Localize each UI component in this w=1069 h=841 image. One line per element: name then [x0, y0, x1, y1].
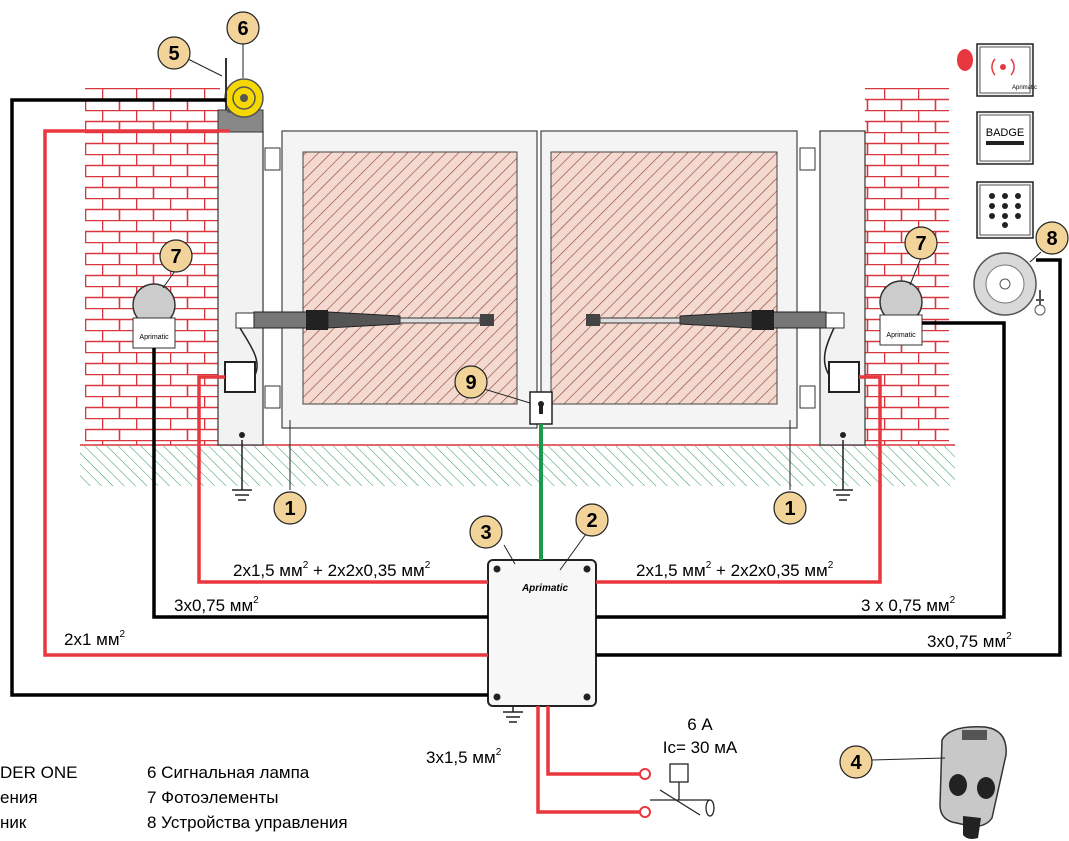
callout-4: 4 — [839, 745, 873, 779]
wire-label-left-motor: 2x1,5 мм2 + 2x2x0,35 мм2 — [233, 560, 431, 580]
breaker-ic: Ic= 30 мА — [663, 738, 738, 757]
right-photocell: Aprimatic — [879, 280, 923, 346]
legend-left-item: ения — [0, 788, 38, 807]
svg-text:4: 4 — [850, 752, 862, 774]
callout-8: 8 — [1035, 221, 1069, 255]
badge-label: BADGE — [986, 127, 1025, 139]
callout-5: 5 — [157, 36, 191, 70]
legend-right-item: 8 Устройства управления — [147, 813, 348, 832]
svg-text:1: 1 — [784, 498, 795, 520]
key-switch — [973, 252, 1046, 316]
breaker-current: 6 А — [687, 715, 713, 734]
brand-label-box: Aprimatic — [521, 583, 569, 594]
callout-2: 2 — [575, 503, 609, 537]
legend-right-item: 6 Сигнальная лампа — [147, 763, 310, 782]
badge-reader: BADGE — [976, 111, 1034, 165]
breaker-symbol — [650, 763, 715, 817]
svg-text:7: 7 — [170, 246, 181, 268]
legend-right-item: 9 С — [147, 835, 348, 841]
svg-text:8: 8 — [1046, 228, 1057, 250]
svg-text:7: 7 — [915, 233, 926, 255]
svg-text:Aprimatic: Aprimatic — [139, 334, 169, 341]
svg-text:1: 1 — [284, 498, 295, 520]
right-actuator — [586, 310, 845, 330]
svg-text:2: 2 — [586, 510, 597, 532]
remote-control — [939, 726, 1007, 839]
wire-label-key-switch: 3x0,75 мм2 — [927, 631, 1012, 651]
keypad — [976, 181, 1034, 239]
callout-1-left: 1 — [273, 491, 307, 525]
right-pillar — [819, 130, 866, 446]
legend-left: DER ONE ения ник — [0, 760, 77, 835]
legend-left-item: DER ONE — [0, 763, 78, 782]
left-actuator — [235, 310, 494, 330]
radio-receiver-panel: Aprimatic — [957, 43, 1037, 97]
wire-label-right-motor: 2x1,5 мм2 + 2x2x0,35 мм2 — [636, 560, 834, 580]
control-unit: Aprimatic — [487, 559, 597, 707]
wire-label-left-photocell: 3x0,75 мм2 — [174, 595, 259, 615]
right-brick-wall — [865, 88, 949, 445]
callout-3: 3 — [469, 515, 503, 549]
svg-text:3: 3 — [480, 522, 491, 544]
wire-label-lamp: 2x1 мм2 — [64, 629, 126, 649]
callout-1-right: 1 — [773, 491, 807, 525]
svg-text:5: 5 — [168, 43, 179, 65]
wire-label-right-photocell: 3 x 0,75 мм2 — [861, 595, 956, 615]
callout-6: 6 — [226, 11, 260, 45]
callout-7-left: 7 — [159, 239, 193, 273]
svg-text:9: 9 — [465, 372, 476, 394]
callout-7-right: 7 — [904, 226, 938, 260]
left-pillar — [217, 130, 264, 446]
brand-label-1: Aprimatic — [1012, 85, 1037, 91]
left-photocell: Aprimatic — [132, 283, 176, 349]
flashing-lamp — [217, 58, 264, 133]
legend-right: 6 Сигнальная лампа 7 Фотоэлементы 8 Устр… — [147, 760, 348, 841]
svg-text:Aprimatic: Aprimatic — [886, 332, 916, 339]
legend-right-item: 7 Фотоэлементы — [147, 788, 279, 807]
ground-hatch — [80, 446, 955, 486]
callout-9: 9 — [454, 365, 488, 399]
wire-label-power: 3x1,5 мм2 — [426, 747, 502, 767]
svg-text:6: 6 — [237, 18, 248, 40]
legend-left-item: ник — [0, 813, 27, 832]
